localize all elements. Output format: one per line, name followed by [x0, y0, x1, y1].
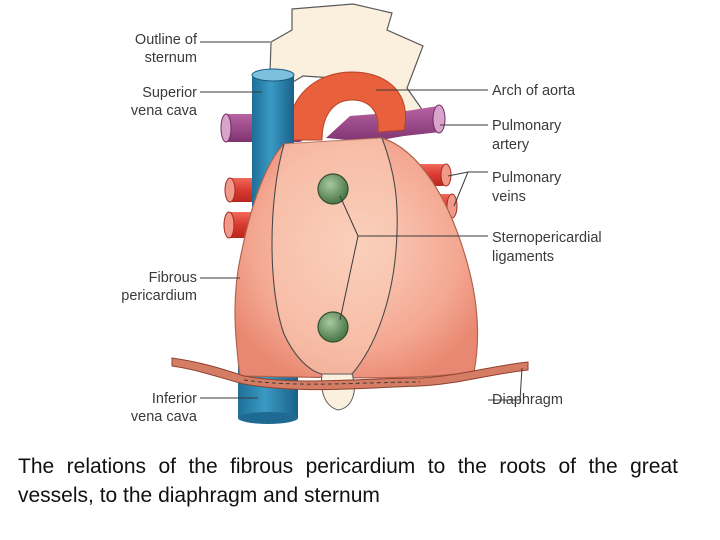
- label-svc-2: vena cava: [131, 103, 198, 119]
- leader-lines: [200, 41, 523, 401]
- label-aorta: Arch of aorta: [492, 83, 576, 99]
- label-pulm-veins-2: veins: [492, 189, 526, 205]
- label-pulm-artery-2: artery: [492, 137, 530, 153]
- label-ligaments-2: ligaments: [492, 249, 554, 265]
- pericardium-diagram: Outline of sternum Superior vena cava Fi…: [121, 3, 602, 425]
- aortic-arch: [287, 71, 406, 141]
- figure-caption: The relations of the fibrous pericardium…: [18, 455, 678, 507]
- label-svc-1: Superior: [142, 85, 197, 101]
- label-ivc-2: vena cava: [131, 409, 198, 425]
- diagram-labels: Outline of sternum Superior vena cava Fi…: [121, 32, 601, 425]
- label-sternum-1: Outline of: [135, 32, 198, 48]
- label-pulm-veins-1: Pulmonary: [492, 170, 562, 186]
- label-fibrous-2: pericardium: [121, 288, 197, 304]
- label-diaphragm: Diaphragm: [492, 392, 563, 408]
- label-ivc-1: Inferior: [152, 391, 197, 407]
- xiphoid-process: [321, 373, 355, 411]
- label-ligaments-1: Sternopericardial: [492, 230, 602, 246]
- label-pulm-artery-1: Pulmonary: [492, 118, 562, 134]
- label-fibrous-1: Fibrous: [149, 270, 197, 286]
- diaphragm: [171, 357, 529, 391]
- label-sternum-2: sternum: [145, 50, 197, 66]
